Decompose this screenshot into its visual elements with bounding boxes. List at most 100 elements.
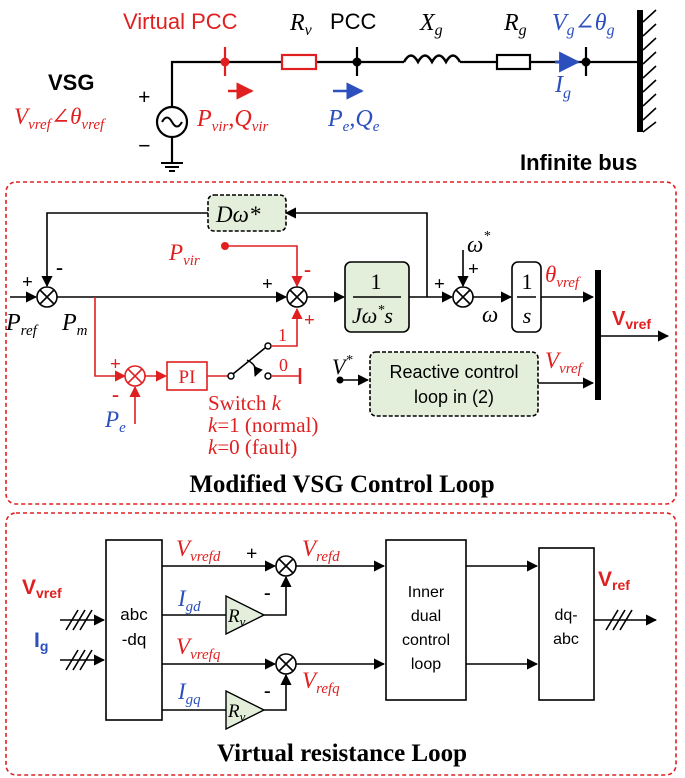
vvref-reactive-label: V <box>545 348 562 373</box>
svg-text:Ig: Ig <box>554 72 571 102</box>
vsg-loop <box>10 194 670 424</box>
svg-text:Vvref: Vvref <box>612 308 651 332</box>
vref-output-label: V <box>612 308 626 330</box>
sum-d-plus: + <box>246 543 257 565</box>
svg-text:Pvir,Qvir: Pvir,Qvir <box>196 106 269 135</box>
inner-line-4: loop <box>411 656 441 673</box>
pe-qe-label: P <box>327 106 343 132</box>
svg-text:Vg∠θg: Vg∠θg <box>552 10 615 39</box>
inertia-numerator: 1 <box>371 269 382 294</box>
rv-label: R <box>289 10 305 36</box>
abc-dq-block <box>105 539 163 721</box>
pi-sum-minus: - <box>112 382 119 406</box>
k-normal-label: k <box>208 413 218 437</box>
vvref-angle-label: V <box>14 104 31 129</box>
svg-text:Xg: Xg <box>419 10 443 39</box>
grid-resistor <box>495 53 532 71</box>
integrator-denominator: s <box>523 303 532 328</box>
vsg-loop-frame <box>5 181 677 505</box>
pvir-qvir-label: P <box>196 106 212 132</box>
rv-gain-d <box>225 594 266 636</box>
svg-text:Vvrefq: Vvrefq <box>176 634 221 663</box>
inner-control-block <box>385 539 467 701</box>
vr-loop-frame <box>5 512 677 776</box>
pi-sum-plus: + <box>110 354 121 375</box>
vrefd-label: V <box>302 536 319 561</box>
integrator-numerator: 1 <box>522 269 533 294</box>
power-circuit <box>155 9 657 172</box>
svg-text:Switch k: Switch k <box>208 391 282 415</box>
sum-q-minus: - <box>264 680 271 702</box>
vr-loop-title: Virtual resistance Loop <box>217 740 467 767</box>
svg-text:θvref: θvref <box>545 262 581 291</box>
vvref-input-label: V <box>22 576 36 599</box>
virtual-pcc-label: Virtual PCC <box>123 9 238 34</box>
dq-abc-block <box>538 547 595 701</box>
svg-text:Rg: Rg <box>503 10 527 39</box>
svg-text:Jω*s: Jω*s <box>352 303 393 328</box>
rg-label: R <box>503 10 519 36</box>
svg-text:ω*: ω* <box>467 229 490 257</box>
abc-dq-line-1: abc <box>120 605 148 624</box>
svg-text:Vrefq: Vrefq <box>302 668 340 697</box>
dq-abc-line-2: abc <box>553 631 579 648</box>
sum2-plus-bottom: + <box>304 310 315 331</box>
svg-text:Ig: Ig <box>34 629 48 654</box>
omega-label: ω <box>482 302 498 327</box>
inner-line-1: Inner <box>408 584 445 601</box>
sum-d-minus: - <box>264 582 271 604</box>
omega-star-label: ω <box>467 232 483 257</box>
sum3-plus-top: + <box>468 259 479 280</box>
ig-input-label: I <box>34 629 40 652</box>
infinite-bus-label: Infinite bus <box>520 150 637 175</box>
sum3-plus-left: + <box>434 274 445 295</box>
svg-text:Pe,Qe: Pe,Qe <box>327 106 380 135</box>
svg-text:Pm: Pm <box>61 310 88 339</box>
reactive-line-2: loop in (2) <box>414 387 494 407</box>
svg-text:Vvrefd: Vvrefd <box>176 536 221 565</box>
grid-node <box>581 57 591 67</box>
source-minus: − <box>138 133 151 158</box>
pref-label: P <box>5 310 21 336</box>
vsg-loop-title: Modified VSG Control Loop <box>189 471 494 498</box>
vr-loop <box>60 539 658 731</box>
svg-text:Pref: Pref <box>5 310 39 339</box>
ig-label: I <box>554 72 564 98</box>
svg-text:Vvref∠θvref: Vvref∠θvref <box>14 104 106 133</box>
svg-text:Pvir: Pvir <box>168 240 200 269</box>
svg-text:Vvref: Vvref <box>545 348 584 377</box>
abc-dq-line-2: -dq <box>122 630 147 649</box>
virtual-pcc-node <box>220 57 230 67</box>
sum1-minus: - <box>56 255 63 279</box>
rv-gain-q <box>225 689 266 731</box>
pe-feedback-label: P <box>104 407 119 432</box>
sum1-plus: + <box>22 272 33 293</box>
vref-output-abc-label: V <box>598 568 612 591</box>
reactive-control-block <box>369 351 539 417</box>
vsg-label: VSG <box>48 70 94 95</box>
svg-text:Vvref: Vvref <box>22 576 62 601</box>
pi-label: PI <box>179 367 196 388</box>
damping-label: Dω* <box>215 202 261 227</box>
pvir-label: P <box>168 240 183 265</box>
igq-label: I <box>177 679 187 704</box>
pcc-node <box>352 57 362 67</box>
svg-text:Rv: Rv <box>227 606 246 629</box>
switch-icon <box>227 372 235 380</box>
rv-q-label: R <box>227 701 240 722</box>
v-star-label: V <box>332 354 348 379</box>
dq-abc-line-1: dq- <box>554 607 577 624</box>
vrefq-label: V <box>302 668 319 693</box>
rv-d-label: R <box>227 606 240 627</box>
reactive-line-1: Reactive control <box>389 362 518 382</box>
vvrefd-label: V <box>176 536 193 561</box>
igd-label: I <box>177 586 187 611</box>
switch-pos-0: 0 <box>279 355 288 375</box>
svg-text:Rv: Rv <box>289 10 313 39</box>
svg-text:Igd: Igd <box>177 586 201 615</box>
vvrefq-label: V <box>176 634 193 659</box>
svg-text:Pe: Pe <box>104 407 126 436</box>
vg-label: V <box>552 10 569 36</box>
